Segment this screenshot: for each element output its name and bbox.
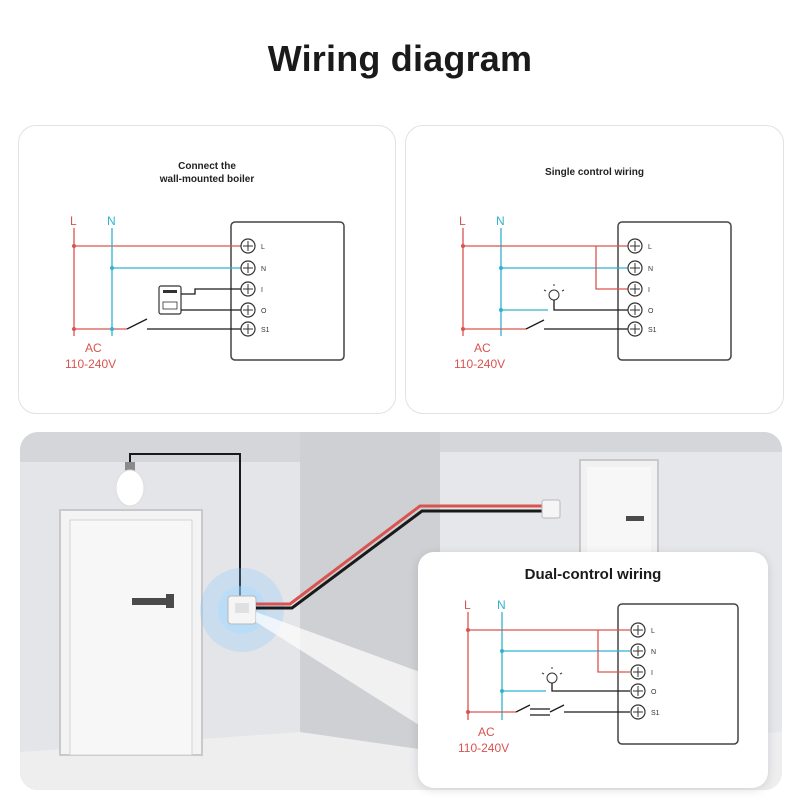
highlight-beam [256,612,430,732]
switch-module [617,221,732,361]
wall-switch-icon [541,499,561,519]
terminal-label-O: O [651,689,657,696]
terminal-label-I: I [261,287,263,294]
ac-label: AC [85,341,102,355]
line-label-N: N [497,598,506,612]
s1-switch-lever-2 [549,704,565,713]
dual-control-diagram: L N I O S1 L N AC 110-240V [458,598,739,755]
traveler-cable-red [256,504,548,606]
traveler-cable-black [256,509,548,610]
boiler-caption: Connect the wall-mounted boiler [19,160,395,186]
terminal-label-O: O [261,308,267,315]
terminal-label-L: L [261,244,265,251]
switch-module [617,603,739,745]
line-label-N: N [496,214,505,228]
light-bulb-icon [543,284,565,301]
s1-switch-lever [515,704,531,713]
single-control-panel: Single control wiring L N I O S1 L [405,125,784,414]
terminal-label-L: L [651,628,655,635]
door-icon [59,509,203,756]
lamp-cable [129,453,241,600]
boiler-wiring-diagram: L N I O S1 L N AC 110-240V [65,214,345,371]
single-caption: Single control wiring [545,167,644,178]
light-bulb-icon [115,462,145,507]
live-jumper-to-I [595,246,628,290]
light-bulb-icon [541,667,563,684]
lamp-to-O [551,683,630,692]
single-control-diagram: L N I O S1 L N AC 110-240V [454,214,732,371]
terminal-label-S1: S1 [651,710,660,717]
line-label-L: L [459,214,466,228]
terminal-label-S1: S1 [261,327,270,334]
terminal-screws [240,238,256,337]
line-label-L: L [70,214,77,228]
terminal-label-I: I [648,287,650,294]
boiler-icon [158,285,182,315]
terminal-label-O: O [648,308,654,315]
lamp-to-O [553,300,628,311]
wall-switch-icon [227,595,257,625]
page-title: Wiring diagram [267,38,533,79]
live-jumper-to-I [597,630,630,673]
s1-switch-lever [126,318,148,330]
line-label-N: N [107,214,116,228]
ac-label: AC [478,725,495,739]
dual-control-panel: Dual-control wiring L N I O [418,552,768,788]
terminal-label-S1: S1 [648,327,657,334]
terminal-screws [627,238,643,337]
dual-caption: Dual-control wiring [524,566,662,583]
line-label-L: L [464,598,471,612]
s1-switch-lever [525,319,545,330]
voltage-label: 110-240V [458,741,509,755]
terminal-label-L: L [648,244,652,251]
center-wall [300,432,440,790]
ac-label: AC [474,341,491,355]
boiler-wire-to-I [181,288,241,295]
terminal-screws [630,622,646,720]
boiler-caption-line2: wall-mounted boiler [159,174,255,185]
voltage-label: 110-240V [65,357,116,371]
terminal-label-N: N [648,266,653,273]
terminal-label-N: N [261,266,266,273]
voltage-label: 110-240V [454,357,505,371]
switch-module [230,221,345,361]
boiler-wiring-panel: Connect the wall-mounted boiler [18,125,396,414]
terminal-label-N: N [651,649,656,656]
terminal-label-I: I [651,670,653,677]
boiler-caption-line1: Connect the [178,161,236,172]
